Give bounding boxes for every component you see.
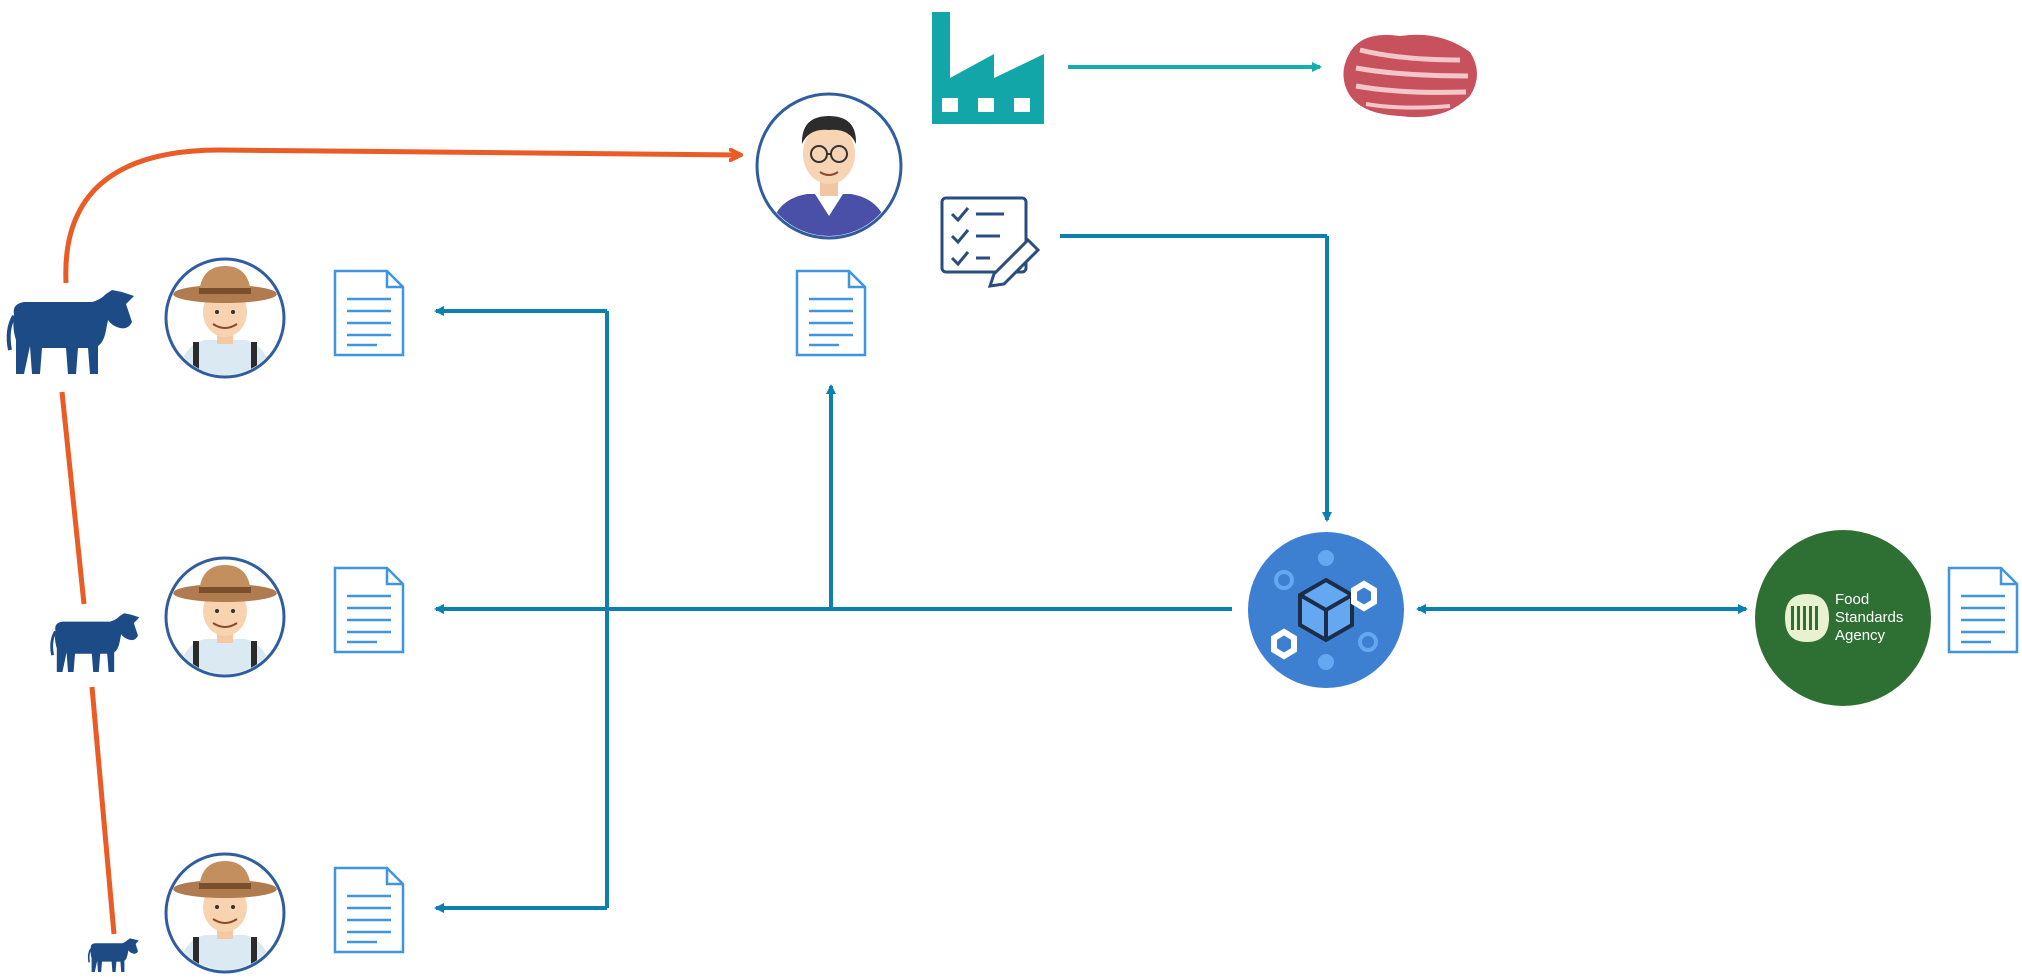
meat-icon [1343,34,1477,118]
checklist-icon [940,196,1041,288]
cattle-link-line [89,686,117,935]
document-icon [333,866,405,954]
fsa-logo-line2: Standards [1835,609,1903,626]
cow-icon [50,611,141,674]
cow-icon [87,937,140,973]
cattle-link-line [59,391,87,605]
cattle-transfer-arrow [63,147,740,284]
fsa-logo: Food Standards Agency [1755,530,1931,706]
farmer-icon [166,854,284,977]
cow-icon [6,288,137,376]
farmer-icon [166,558,284,681]
processor-icon [755,92,903,240]
document-icon [795,269,867,357]
document-icon [1947,566,2019,654]
fsa-logo-line3: Agency [1835,627,1886,644]
blockchain-icon [1248,532,1404,688]
document-icon [333,269,405,357]
fsa-logo-line1: Food [1835,591,1869,608]
farmer-icon [166,259,284,382]
factory-icon [932,12,1044,124]
document-icon [333,566,405,654]
